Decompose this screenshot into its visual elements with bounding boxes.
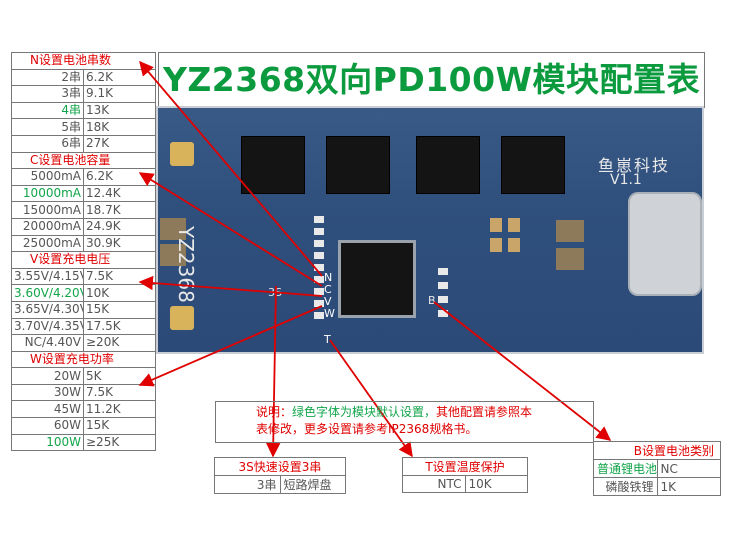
capacitor bbox=[556, 248, 584, 270]
resistor bbox=[438, 310, 448, 317]
mosfet-chip bbox=[326, 136, 390, 194]
row-value: 13K bbox=[83, 101, 156, 120]
note-green: 绿色字体为模块默认设置， bbox=[292, 405, 437, 419]
resistor bbox=[314, 300, 324, 307]
table-t-key: NTC bbox=[402, 475, 466, 493]
row-key: 10000mA bbox=[11, 184, 84, 203]
version-label: V1.1 bbox=[610, 172, 642, 188]
table-b-key-1: 磷酸铁锂 bbox=[593, 477, 658, 496]
table-row: NC/4.40V≥20K bbox=[11, 334, 156, 352]
row-key: 6串 bbox=[11, 134, 84, 153]
solder-pad bbox=[170, 306, 194, 330]
arrow-c bbox=[138, 172, 323, 287]
brand-label: 鱼崽科技 bbox=[598, 156, 671, 175]
arrow-n bbox=[139, 60, 323, 277]
n-table-header: N设置电池串数 bbox=[11, 52, 156, 70]
resistor bbox=[314, 288, 324, 295]
resistor bbox=[314, 276, 324, 283]
note-prefix: 说明： bbox=[256, 405, 293, 419]
arrow-v bbox=[138, 275, 323, 297]
table-b-value-1: 1K bbox=[656, 477, 721, 496]
row-key: 100W bbox=[11, 433, 84, 452]
row-value: 17.5K bbox=[83, 317, 156, 336]
row-value: 18K bbox=[83, 118, 156, 136]
capacitor bbox=[160, 244, 186, 266]
arrow-t bbox=[329, 339, 413, 458]
resistor bbox=[314, 264, 324, 271]
pin-label-n: N bbox=[324, 271, 333, 284]
row-value: 27K bbox=[83, 134, 156, 153]
pin-label-w: W bbox=[324, 307, 335, 320]
table-row: 100W≥25K bbox=[11, 433, 156, 452]
table-3s-header: 3S快速设置3串 bbox=[214, 457, 346, 476]
table-b: B设置电池类别 普通锂电池 NC 磷酸铁锂 1K bbox=[593, 441, 721, 496]
resistor bbox=[314, 228, 324, 235]
capacitor bbox=[490, 238, 502, 252]
row-value: 15K bbox=[83, 300, 156, 319]
table-b-key-0: 普通锂电池 bbox=[593, 459, 658, 478]
capacitor bbox=[508, 238, 520, 252]
mosfet-chip bbox=[501, 136, 565, 194]
capacitor bbox=[160, 218, 186, 240]
mosfet-chip bbox=[241, 136, 305, 194]
row-value: ≥25K bbox=[83, 433, 156, 452]
pin-label-t: T bbox=[324, 333, 331, 346]
capacitor bbox=[508, 218, 520, 232]
note-line1: 其他配置请参照本 bbox=[436, 405, 533, 419]
capacitor bbox=[556, 220, 584, 242]
arrow-b bbox=[433, 301, 612, 441]
ip2368-chip bbox=[338, 240, 416, 318]
solder-pad bbox=[170, 142, 194, 166]
row-key: 60W bbox=[11, 417, 84, 435]
row-value: 5K bbox=[83, 367, 156, 385]
table-3s-key: 3串 bbox=[214, 475, 281, 494]
usb-c-connector bbox=[628, 192, 702, 296]
arrow-3s bbox=[266, 285, 281, 458]
table-t: T设置温度保护 NTC 10K bbox=[402, 457, 528, 493]
pin-label-v: V bbox=[324, 295, 332, 308]
resistor bbox=[314, 240, 324, 247]
resistor bbox=[314, 252, 324, 259]
page-title: YZ2368双向PD100W模块配置表 bbox=[158, 52, 705, 108]
mosfet-chip bbox=[416, 136, 480, 194]
table-b-value-0: NC bbox=[656, 459, 721, 478]
table-3s: 3S快速设置3串 3串 短路焊盘 bbox=[214, 457, 346, 494]
table-3s-value: 短路焊盘 bbox=[279, 475, 346, 494]
table-t-header: T设置温度保护 bbox=[402, 457, 528, 476]
resistor bbox=[314, 312, 324, 319]
capacitor bbox=[490, 218, 502, 232]
pin-label-c: C bbox=[324, 283, 332, 296]
row-value: 7.5K bbox=[83, 383, 156, 402]
resistor bbox=[438, 268, 448, 275]
note-box: 说明：绿色字体为模块默认设置，其他配置请参照本 表修改，更多设置请参考IP236… bbox=[215, 401, 594, 443]
pin-b-label: B bbox=[428, 294, 436, 307]
row-value: 24.9K bbox=[83, 217, 156, 236]
note-line2: 表修改，更多设置请参考IP2368规格书。 bbox=[256, 422, 478, 436]
resistor bbox=[438, 296, 448, 303]
arrow-w bbox=[138, 305, 323, 387]
resistor bbox=[314, 216, 324, 223]
resistor bbox=[438, 282, 448, 289]
table-b-header: B设置电池类别 bbox=[593, 441, 721, 460]
row-key: 3.55V/4.15V bbox=[11, 267, 84, 286]
table-t-value: 10K bbox=[464, 475, 528, 493]
